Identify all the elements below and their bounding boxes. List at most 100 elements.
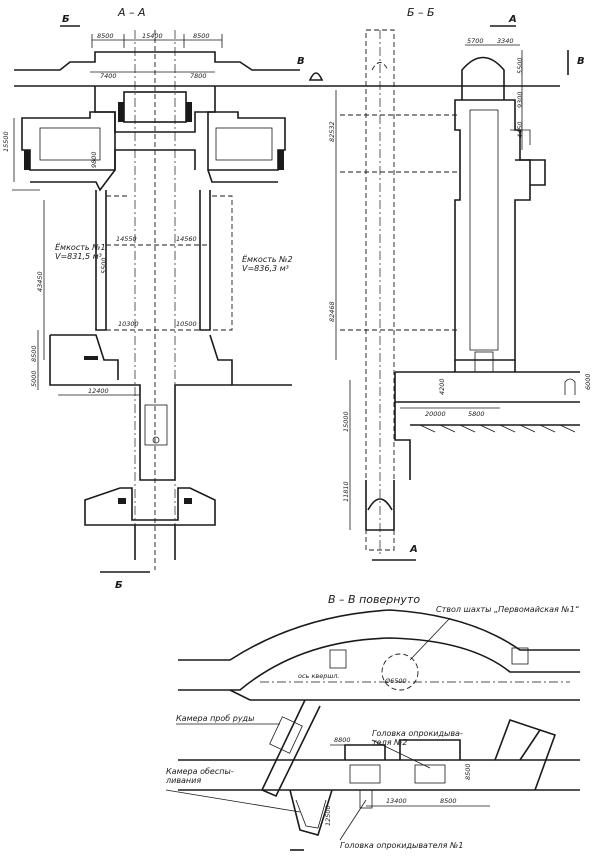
text-line: Ёмкость №1 [55, 242, 106, 252]
dim-label: 8500 [193, 32, 210, 40]
bin-left-outline [106, 195, 130, 331]
text-line: Головка опрокидыва- [372, 729, 463, 738]
chamber-floor-left [30, 169, 116, 192]
shaft-left-outline [365, 29, 395, 551]
dim-label: 10500 [176, 320, 197, 328]
shaft-circle [381, 653, 419, 691]
dim-label: 7800 [190, 72, 207, 80]
dim-label: 5800 [468, 410, 485, 418]
axis-label: ось квершл. [298, 672, 340, 680]
sump-walls [365, 480, 395, 531]
hatch-mark [24, 150, 30, 170]
text-line: Камера обеспы- [166, 767, 234, 776]
section-vv-title: В – В повернуто [328, 593, 420, 606]
headframe-block [94, 86, 216, 133]
plan-loop-outer [178, 609, 580, 661]
dust-chamber-label: Камера обеспы-ливания [165, 767, 234, 785]
main-tunnel [178, 759, 580, 791]
shaft-sump-base [84, 487, 216, 526]
text-line: ливания [165, 776, 201, 785]
upper-chamber-left [21, 111, 116, 171]
dim-label: 8800 [334, 736, 351, 744]
section-aa-title: А – А [117, 6, 146, 19]
section-mark-v-right: В [577, 56, 585, 67]
dim-label: 5000 [30, 370, 38, 387]
bin-top [114, 149, 196, 170]
tipper-2-label: Головка опрокидыва-теля №2 [372, 729, 463, 747]
tunnel-left-wall [394, 372, 411, 480]
lower-hopper [50, 334, 292, 386]
tipper-1-box [349, 764, 381, 784]
dim-label: 82468 [328, 301, 336, 322]
leader-line [165, 789, 301, 813]
dim-label: 6000 [584, 373, 592, 390]
shaft-right-inner [469, 109, 499, 351]
plan-loop-inner [178, 637, 580, 691]
tipper-1-pit [359, 789, 373, 809]
dim-label: 8500 [30, 345, 38, 362]
ore-sample-room [269, 716, 303, 754]
headframe-symbol [308, 72, 324, 81]
dim-label: 8500 [97, 32, 114, 40]
dim-label: 12400 [88, 387, 109, 395]
section-mark-a-bottom: А [409, 544, 418, 555]
dim-label: 14560 [176, 235, 197, 243]
hatch-mark [186, 102, 192, 122]
chamber-floor-right [207, 169, 278, 183]
section-mark-v-left: В [297, 56, 305, 67]
plan-base-line [229, 689, 580, 701]
dust-chamber [289, 789, 333, 836]
dim-label: 12500 [324, 805, 332, 826]
text-line: V=831,5 м³ [55, 252, 102, 261]
bin-left-wall [95, 190, 107, 331]
shaft-left-arch [371, 62, 389, 71]
hatch-mark [118, 498, 126, 504]
text-line: Ёмкость №2 [242, 254, 293, 264]
surface-structure [14, 51, 300, 71]
dust-chamber-inner [295, 799, 327, 829]
skip-marker [152, 436, 160, 444]
dim-label: 14550 [116, 235, 137, 243]
hatch-mark [278, 150, 284, 170]
ore-chamber-label: Камера проб руды [176, 714, 254, 723]
tipper-2-box [414, 764, 446, 784]
leader-line [409, 617, 451, 661]
text-line: теля №2 [372, 738, 407, 747]
shaft-lower-walls [134, 525, 176, 560]
section-mark-b-top: Б [62, 14, 70, 25]
tunnel-junction [454, 360, 516, 372]
dim-label: 15000 [342, 411, 350, 432]
stair-step [515, 159, 546, 186]
dim-label: 3340 [497, 37, 514, 45]
dim-label: 9800 [90, 151, 98, 168]
section-bb-title: Б – Б [407, 6, 435, 19]
dim-label: Ø6500 [384, 677, 407, 685]
chamber-inner-left [39, 127, 101, 161]
tunnel-niche [564, 378, 576, 395]
shaft-bottom-block [118, 384, 232, 481]
leader-line [339, 799, 367, 841]
dim-label: 10300 [118, 320, 139, 328]
dim-label: 20000 [425, 410, 446, 418]
dim-label: 82532 [328, 121, 336, 142]
section-bb: Б – Б А В В 5700 3340 5500 9300 4450 825… [297, 6, 592, 561]
dim-label: 15400 [142, 32, 163, 40]
section-mark-a-top: А [508, 14, 517, 25]
plan-chamber [329, 649, 347, 669]
dim-label: 43450 [36, 271, 44, 292]
tipper-1-label: Головка опрокидывателя №1 [340, 841, 463, 850]
dim-label: 5500 [100, 257, 108, 274]
lower-chamber-left [49, 335, 118, 386]
sump-arch [367, 498, 393, 511]
shaft-head-arch [461, 56, 505, 100]
upper-chamber-right [207, 111, 286, 171]
diagonal-branch [494, 718, 542, 761]
section-aa: А – А Б 8500 15400 8500 7400 7800 15500 … [2, 6, 300, 591]
section-vv: В – В повернуто Ø6500 ось квершл. Ствол … [165, 593, 580, 851]
hatch-mark [184, 498, 192, 504]
tunnel-chamber [474, 351, 494, 373]
bin-right-outline [212, 195, 233, 331]
hatch-mark [118, 102, 124, 122]
